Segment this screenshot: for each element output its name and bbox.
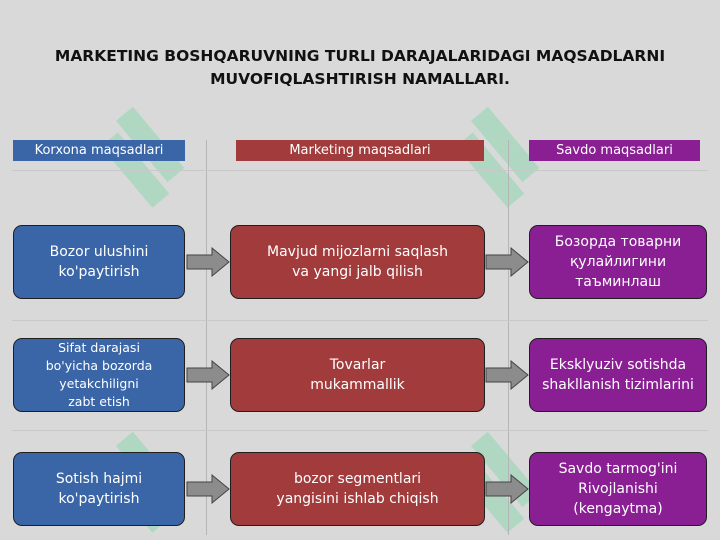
arrow-right-icon — [186, 360, 230, 390]
goal-text: Sotish hajmi ko'paytirish — [55, 471, 143, 507]
goal-box-marketing-1: Mavjud mijozlarni saqlash va yangi jalb … — [230, 225, 485, 299]
goal-box-enterprise-2: Sifat darajasi bo'yicha bozorda yetakchi… — [13, 338, 185, 412]
goal-text: Mavjud mijozlarni saqlash va yangi jalb … — [267, 244, 448, 280]
column-header-enterprise: Korxona maqsadlari — [13, 140, 185, 161]
title-line-2: MUVOFIQLASHTIRISH NAMALLARI. — [210, 70, 510, 88]
row-divider — [12, 320, 708, 321]
column-header-marketing: Marketing maqsadlari — [236, 140, 484, 161]
goal-text: Sifat darajasi bo'yicha bozorda yetakchi… — [45, 340, 153, 409]
arrow-right-icon — [485, 360, 529, 390]
page-title: MARKETING BOSHQARUVNING TURLI DARAJALARI… — [20, 45, 700, 91]
arrow-right-icon — [186, 247, 230, 277]
goal-box-enterprise-1: Bozor ulushini ko'paytirish — [13, 225, 185, 299]
row-divider — [12, 170, 708, 171]
goal-text: Savdo tarmog'ini Rivojlanishi (kengaytma… — [558, 461, 678, 517]
goal-text: Eksklyuziv sotishda shakllanish tizimlar… — [542, 357, 694, 393]
column-divider — [508, 140, 509, 535]
goal-text: Tovarlar mukammallik — [310, 357, 405, 393]
column-header-sales: Savdo maqsadlari — [529, 140, 700, 161]
goal-text: bozor segmentlari yangisini ishlab chiqi… — [276, 471, 439, 507]
title-line-1: MARKETING BOSHQARUVNING TURLI DARAJALARI… — [54, 47, 666, 65]
goal-box-sales-1: Бозорда товарни қулайлигини таъминлаш — [529, 225, 707, 299]
goal-box-marketing-3: bozor segmentlari yangisini ishlab chiqi… — [230, 452, 485, 526]
arrow-right-icon — [186, 474, 230, 504]
goal-text: Бозорда товарни қулайлигини таъминлаш — [554, 234, 682, 290]
goal-box-marketing-2: Tovarlar mukammallik — [230, 338, 485, 412]
column-divider — [206, 140, 207, 535]
goal-box-sales-2: Eksklyuziv sotishda shakllanish tizimlar… — [529, 338, 707, 412]
goal-box-sales-3: Savdo tarmog'ini Rivojlanishi (kengaytma… — [529, 452, 707, 526]
arrow-right-icon — [485, 247, 529, 277]
row-divider — [12, 430, 708, 431]
arrow-right-icon — [485, 474, 529, 504]
goal-box-enterprise-3: Sotish hajmi ko'paytirish — [13, 452, 185, 526]
goal-text: Bozor ulushini ko'paytirish — [49, 244, 149, 280]
